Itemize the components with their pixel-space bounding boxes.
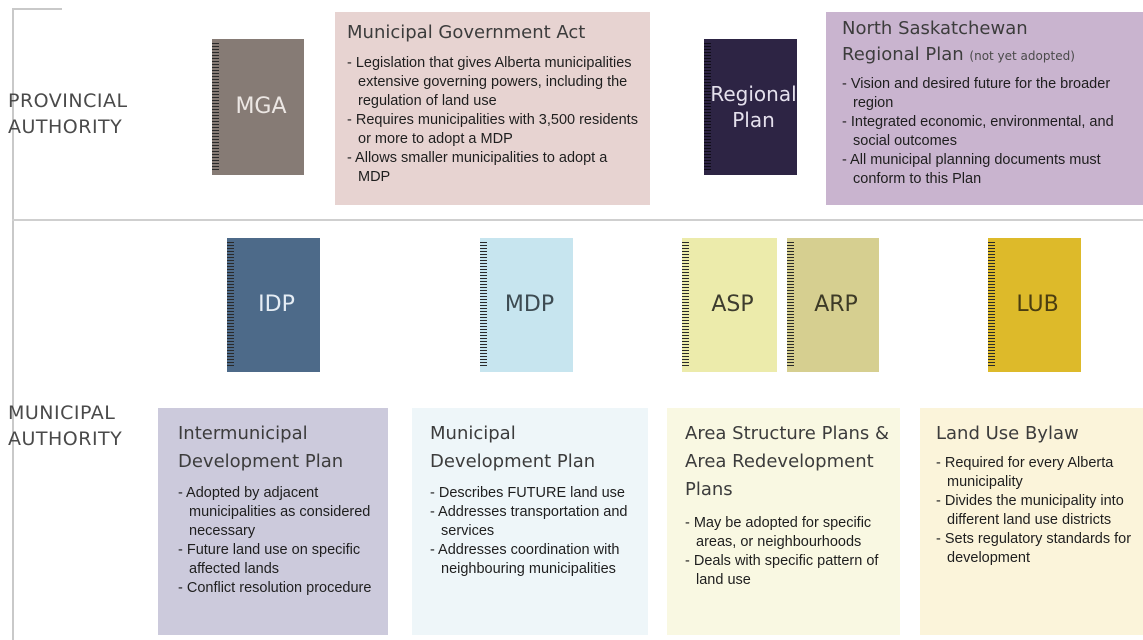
mga-book-label: MGA	[235, 94, 287, 119]
idp-book-label: IDP	[258, 292, 295, 317]
regional-bullet-3: - All municipal planning documents must …	[842, 152, 1101, 187]
lub-description-box: Land Use Bylaw - Required for every Albe…	[920, 408, 1143, 635]
idp-book: IDP	[227, 238, 320, 372]
mga-bullet-2: - Requires municipalities with 3,500 res…	[347, 112, 638, 147]
idp-description-box: Intermunicipal Development Plan - Adopte…	[158, 408, 388, 635]
provincial-label-line1: PROVINCIAL	[8, 90, 128, 112]
lub-book: LUB	[988, 238, 1081, 372]
idp-box-title: Intermunicipal Development Plan	[178, 423, 344, 472]
provincial-label-line2: AUTHORITY	[8, 116, 123, 138]
lub-bullet-2: - Divides the municipality into differen…	[936, 493, 1124, 528]
mdp-book-label: MDP	[504, 292, 555, 317]
idp-bullet-3: - Conflict resolution procedure	[178, 580, 372, 596]
regional-plan-description-box: North Saskatchewan Regional Plan (not ye…	[826, 12, 1143, 205]
lub-box-title: Land Use Bylaw	[936, 423, 1079, 444]
regional-box-title-main: Regional Plan	[842, 44, 964, 65]
mga-bullet-1: - Legislation that gives Alberta municip…	[347, 55, 632, 109]
mdp-bullet-1: - Describes FUTURE land use	[430, 485, 625, 501]
authority-divider-line	[12, 219, 1143, 221]
mga-book: MGA	[212, 39, 304, 175]
regional-bullet-2: - Integrated economic, environmental, an…	[842, 114, 1114, 149]
mga-book-binding	[212, 43, 219, 171]
idp-bullet-list: - Adopted by adjacent municipalities as …	[178, 484, 376, 598]
lub-book-label: LUB	[1016, 292, 1059, 317]
mdp-bullet-list: - Describes FUTURE land use - Addresses …	[430, 484, 638, 579]
asp-book-label: ASP	[711, 292, 754, 317]
mga-box-title: Municipal Government Act	[347, 22, 586, 43]
regional-plan-book: Regional Plan	[704, 39, 797, 175]
idp-bullet-1: - Adopted by adjacent municipalities as …	[178, 485, 371, 539]
arp-book-label: ARP	[814, 292, 858, 317]
mdp-book-binding	[480, 242, 487, 368]
lub-bullet-3: - Sets regulatory standards for developm…	[936, 531, 1132, 566]
municipal-label-line2: AUTHORITY	[8, 428, 123, 450]
regional-box-title-line1: North Saskatchewan	[842, 18, 1028, 39]
regional-plan-book-label-line2: Plan	[732, 108, 775, 132]
asp-arp-bullet-1: - May be adopted for specific areas, or …	[685, 515, 872, 550]
regional-box-subtitle: (not yet adopted)	[969, 49, 1075, 63]
lub-book-binding	[988, 242, 995, 368]
top-corner-line	[12, 8, 62, 10]
arp-book: ARP	[787, 238, 879, 372]
asp-arp-description-box: Area Structure Plans & Area Redevelopmen…	[667, 408, 900, 635]
asp-book: ASP	[682, 238, 777, 372]
idp-bullet-2: - Future land use on specific affected l…	[178, 542, 361, 577]
mga-bullet-list: - Legislation that gives Alberta municip…	[347, 54, 640, 187]
lub-bullet-list: - Required for every Alberta municipalit…	[936, 454, 1139, 568]
asp-book-binding	[682, 242, 689, 368]
regional-plan-book-binding	[704, 43, 711, 171]
lub-bullet-1: - Required for every Alberta municipalit…	[936, 455, 1114, 490]
mga-bullet-3: - Allows smaller municipalities to adopt…	[347, 150, 608, 185]
regional-box-title-line2: Regional Plan (not yet adopted)	[842, 42, 1135, 69]
municipal-authority-label: MUNICIPAL AUTHORITY	[8, 400, 122, 452]
mdp-bullet-3: - Addresses coordination with neighbouri…	[430, 542, 620, 577]
regional-bullet-list: - Vision and desired future for the broa…	[842, 75, 1135, 189]
left-vertical-line	[12, 8, 14, 640]
asp-arp-bullet-list: - May be adopted for specific areas, or …	[685, 514, 890, 590]
mdp-bullet-2: - Addresses transportation and services	[430, 504, 628, 539]
regional-bullet-1: - Vision and desired future for the broa…	[842, 76, 1111, 111]
mdp-box-title: Municipal Development Plan	[430, 423, 596, 472]
provincial-authority-label: PROVINCIAL AUTHORITY	[8, 88, 128, 140]
idp-book-binding	[227, 242, 234, 368]
mga-description-box: Municipal Government Act - Legislation t…	[335, 12, 650, 205]
asp-arp-box-title: Area Structure Plans & Area Redevelopmen…	[685, 423, 890, 500]
regional-plan-book-label-line1: Regional	[710, 82, 797, 106]
arp-book-binding	[787, 242, 794, 368]
asp-arp-bullet-2: - Deals with specific pattern of land us…	[685, 553, 879, 588]
municipal-label-line1: MUNICIPAL	[8, 402, 116, 424]
mdp-description-box: Municipal Development Plan - Describes F…	[412, 408, 648, 635]
mdp-book: MDP	[480, 238, 573, 372]
